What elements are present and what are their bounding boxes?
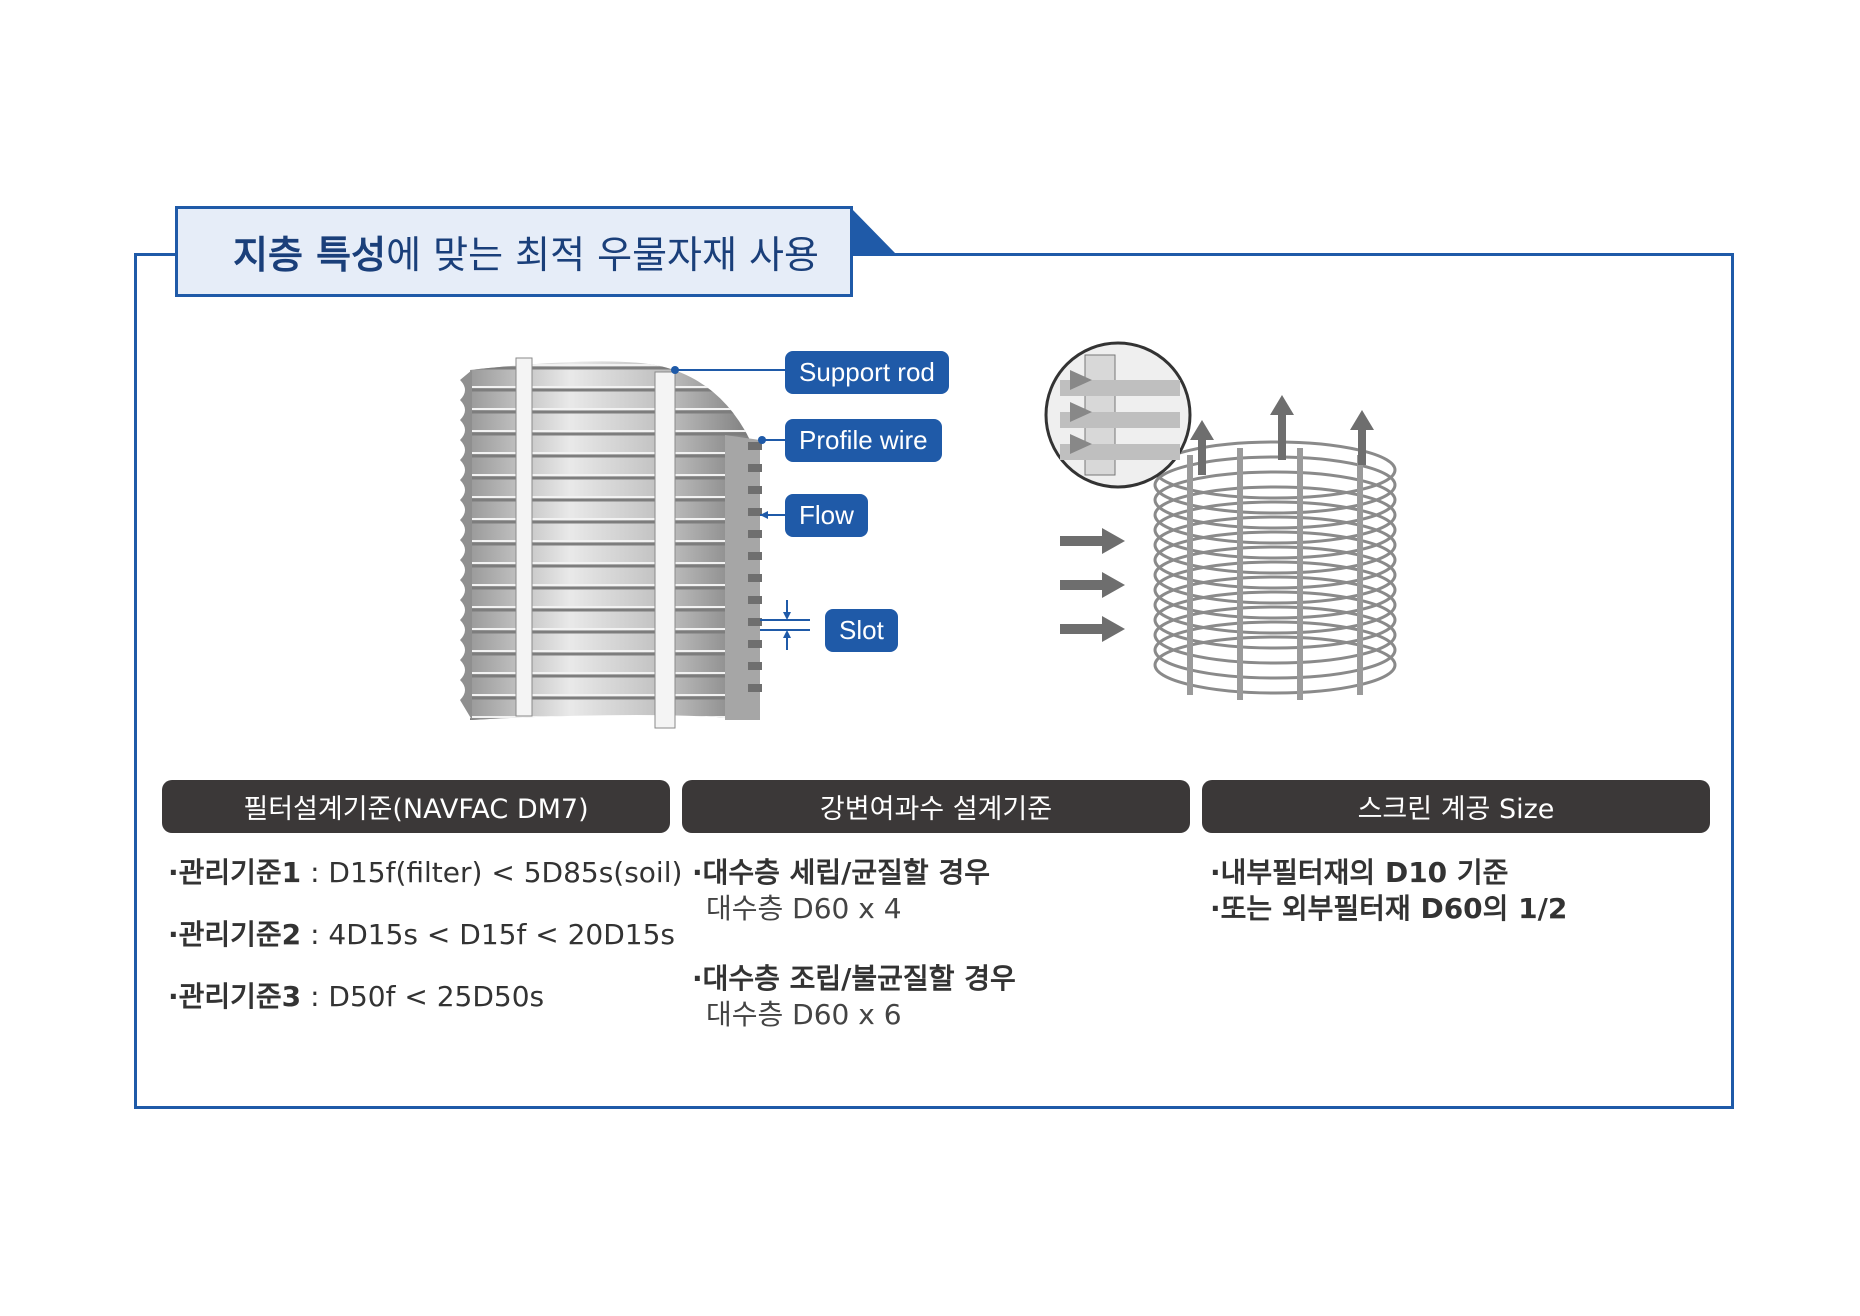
callout-profile-wire: Profile wire <box>785 419 942 462</box>
criterion-1-sep: : <box>301 856 329 889</box>
criterion-2: ·관리기준2 : 4D15s < D15f < 20D15s <box>168 917 675 953</box>
header-screen-size: 스크린 계공 Size <box>1202 780 1710 833</box>
screen-size-item-1: ·내부필터재의 D10 기준 <box>1210 856 1509 889</box>
criterion-1: ·관리기준1 : D15f(filter) < 5D85s(soil) <box>168 855 682 891</box>
criterion-1-value: D15f(filter) < 5D85s(soil) <box>328 856 683 889</box>
criterion-1-label: ·관리기준1 <box>168 856 302 889</box>
callout-slot: Slot <box>825 609 898 652</box>
header-filter-design: 필터설계기준(NAVFAC DM7) <box>162 780 670 833</box>
criterion-3-value: D50f < 25D50s <box>328 980 545 1013</box>
screen-size-items: ·내부필터재의 D10 기준 ·또는 외부필터재 D60의 1/2 <box>1210 855 1567 928</box>
riverbank-fine-case: ·대수층 세립/균질할 경우 대수층 D60 x 4 <box>692 855 990 928</box>
section-title-bold: 지층 특성 <box>233 233 387 277</box>
criterion-2-label: ·관리기준2 <box>168 918 302 951</box>
riverbank-fine-label: ·대수층 세립/균질할 경우 <box>692 856 990 889</box>
riverbank-coarse-case: ·대수층 조립/불균질할 경우 대수층 D60 x 6 <box>692 961 1016 1034</box>
criterion-2-sep: : <box>301 918 329 951</box>
screen-cylinder-illustration <box>1044 341 1397 700</box>
content-frame <box>134 253 1734 1109</box>
riverbank-coarse-value: 대수층 D60 x 6 <box>706 998 902 1032</box>
criterion-3: ·관리기준3 : D50f < 25D50s <box>168 979 544 1015</box>
screen-section-illustration <box>460 357 810 729</box>
section-title-rest: 에 맞는 최적 우물자재 사용 <box>386 233 819 277</box>
criterion-2-value: 4D15s < D15f < 20D15s <box>328 918 675 951</box>
callout-support-rod: Support rod <box>785 351 949 394</box>
header-riverbank-design: 강변여과수 설계기준 <box>682 780 1190 833</box>
riverbank-coarse-label: ·대수층 조립/불균질할 경우 <box>692 962 1016 995</box>
riverbank-fine-value: 대수층 D60 x 4 <box>706 892 902 926</box>
screen-size-item-2: ·또는 외부필터재 D60의 1/2 <box>1210 892 1568 926</box>
criterion-3-label: ·관리기준3 <box>168 980 302 1013</box>
criterion-3-sep: : <box>301 980 329 1013</box>
callout-flow: Flow <box>785 494 868 537</box>
